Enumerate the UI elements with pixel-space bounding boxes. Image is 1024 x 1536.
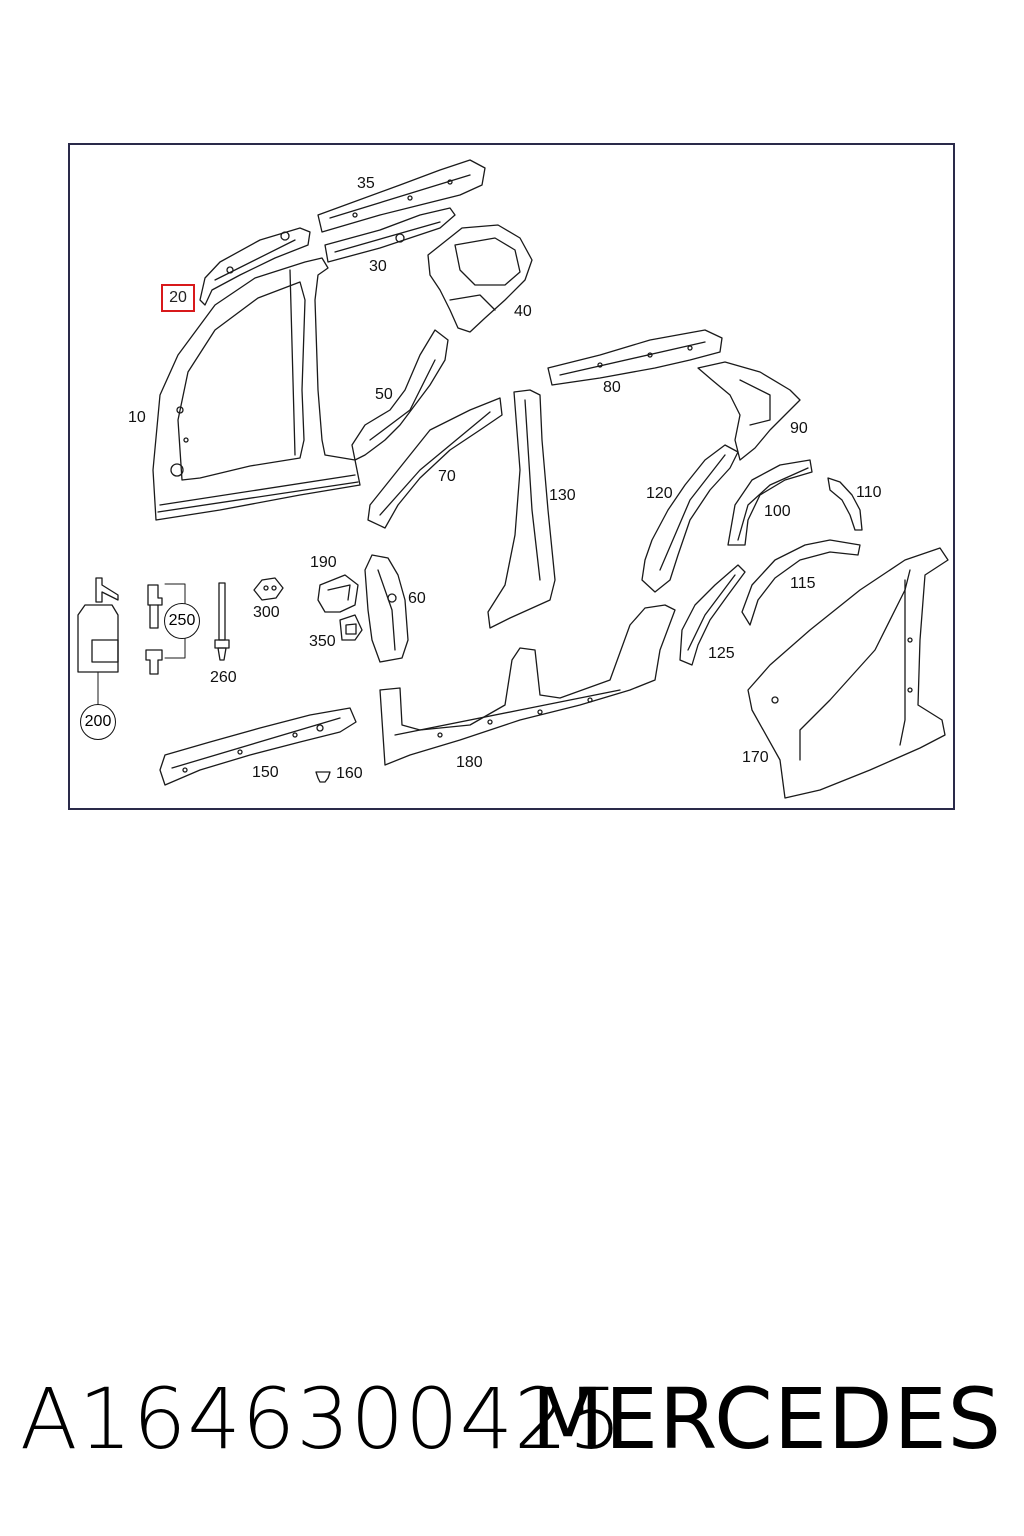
- callout-190: 190: [310, 554, 337, 571]
- callout-180: 180: [456, 754, 483, 771]
- part-50-b-pillar-inner: [351, 329, 449, 461]
- callout-150: 150: [252, 764, 279, 781]
- callout-50: 50: [375, 386, 393, 403]
- part-130-b-pillar-outer: [487, 389, 556, 629]
- part-70-b-pillar-lower: [367, 397, 503, 529]
- parts-drawing: [77, 159, 949, 799]
- callout-30: 30: [369, 258, 387, 275]
- part-180-rocker-panel: [379, 604, 676, 766]
- part-160-clip: [315, 771, 331, 783]
- callout-250: 250: [164, 603, 200, 639]
- part-30-roof-rail-inner: [324, 207, 456, 263]
- part-170-side-frame-outer: [747, 547, 949, 799]
- callout-130: 130: [549, 487, 576, 504]
- part-90-c-pillar: [697, 361, 801, 461]
- callout-60: 60: [408, 590, 426, 607]
- part-60-pillar-reinforcement: [364, 554, 409, 663]
- callout-115: 115: [790, 575, 816, 592]
- callout-40: 40: [514, 303, 532, 320]
- part-125-rear-door-strip: [679, 564, 746, 666]
- callout-125: 125: [708, 645, 735, 662]
- callout-90: 90: [790, 420, 808, 437]
- part-110-wheel-arch-trim: [827, 477, 863, 531]
- callout-200: 200: [80, 704, 116, 740]
- part-10-front-side-frame: [152, 257, 361, 521]
- part-200-adhesive-bottle: [77, 577, 119, 705]
- part-number: A1646300425: [20, 1370, 623, 1468]
- callout-35: 35: [357, 175, 375, 192]
- part-150-sill-reinforcement: [159, 707, 357, 786]
- callout-70: 70: [438, 468, 456, 485]
- callout-110: 110: [856, 484, 882, 501]
- part-40-rear-quarter-upper: [427, 224, 533, 333]
- callout-20-highlighted[interactable]: 20: [161, 284, 195, 312]
- part-350-gusset: [339, 614, 363, 641]
- diagram-frame: [68, 143, 955, 810]
- callout-300: 300: [253, 604, 280, 621]
- callout-100: 100: [764, 503, 791, 520]
- callout-120: 120: [646, 485, 673, 502]
- part-300-plate: [253, 577, 284, 601]
- callout-160: 160: [336, 765, 363, 782]
- callout-80: 80: [603, 379, 621, 396]
- part-115-wheel-arch-liner: [741, 539, 861, 626]
- callout-260: 260: [210, 669, 237, 686]
- part-260-rivet: [214, 582, 230, 661]
- part-80-roof-rail-rear: [547, 329, 723, 386]
- part-35-roof-rail-upper: [317, 159, 486, 233]
- callout-170: 170: [742, 749, 769, 766]
- footer-caption: A1646300425 MERCEDES: [0, 1370, 1024, 1470]
- part-20-a-pillar-reinforcement: [199, 227, 311, 306]
- brand-name: MERCEDES: [531, 1370, 1002, 1468]
- part-120-wheelhouse-outer: [641, 444, 739, 593]
- part-100-wheel-arch: [727, 459, 813, 546]
- part-250-bolts: [145, 583, 186, 675]
- part-190-bracket: [317, 574, 359, 613]
- callout-10: 10: [128, 409, 146, 426]
- callout-350: 350: [309, 633, 336, 650]
